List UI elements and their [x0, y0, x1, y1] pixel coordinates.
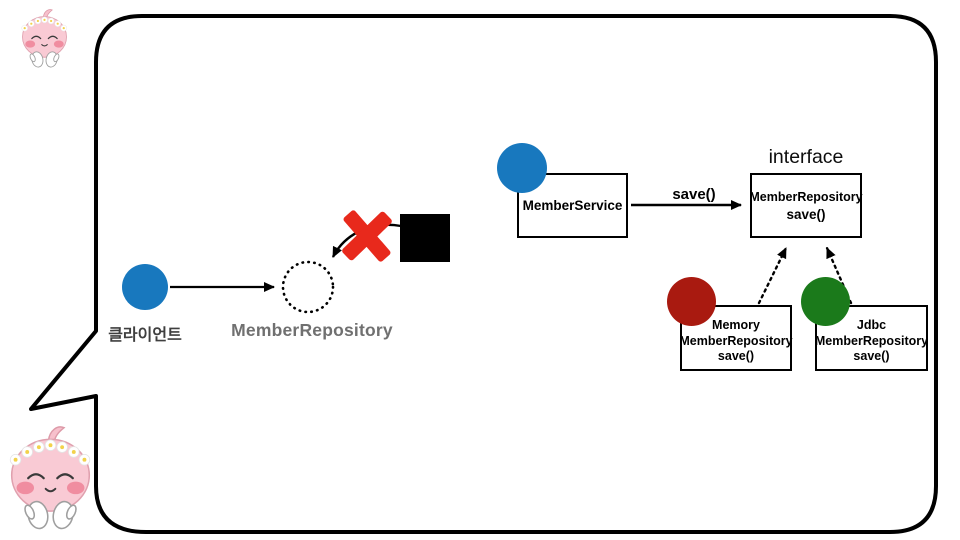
client-label: 클라이언트 [108, 327, 182, 344]
memory-box-line2: MemberRepository [679, 333, 793, 348]
jdbc-implements-arrow [825, 246, 853, 305]
black-square-shape [400, 214, 450, 262]
red-x-icon [342, 210, 392, 262]
speech-bubble [29, 14, 938, 534]
interface-repository-box: MemberRepository save() [749, 173, 863, 238]
repository-label: MemberRepository [231, 320, 393, 340]
memory-implements-arrow [757, 246, 788, 305]
member-service-box: MemberService [517, 173, 628, 238]
apeach-character-small [21, 8, 68, 69]
jdbc-box-line3: save() [853, 349, 890, 363]
member-service-circle [497, 143, 547, 193]
jdbc-box-line2: MemberRepository [814, 333, 929, 348]
save-arrow-label: save() [672, 186, 716, 203]
memory-box-line3: save() [717, 349, 755, 363]
dotted-circle-placeholder [281, 260, 335, 314]
jdbc-repository-circle [801, 277, 850, 326]
memory-box-line1: Memory [712, 318, 760, 332]
interface-box-method: save() [786, 206, 826, 222]
member-service-label: MemberService [522, 198, 623, 213]
apeach-character-large [9, 425, 91, 532]
memory-repository-circle [667, 277, 716, 326]
client-circle [122, 264, 168, 310]
jdbc-box-line1: Jdbc [856, 318, 887, 332]
interface-box-name: MemberRepository [749, 189, 863, 204]
interface-caption: interface [768, 146, 844, 168]
